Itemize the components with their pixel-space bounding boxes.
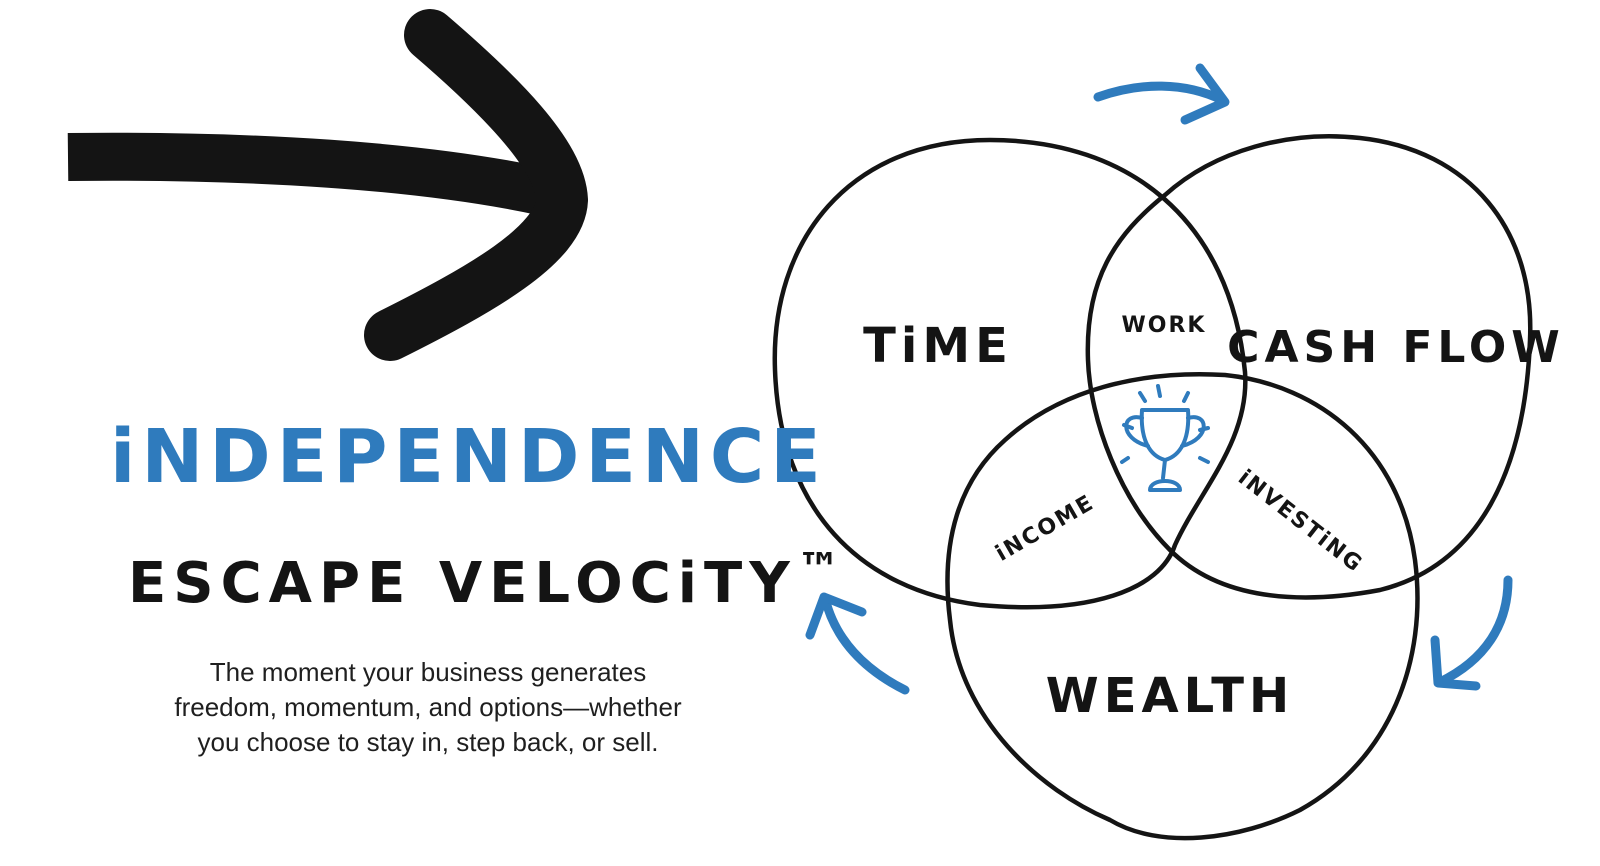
arrow-right-icon	[67, 9, 588, 361]
overlap-label-income: iNCOME	[991, 490, 1099, 567]
description-line: The moment your business generates	[209, 657, 647, 687]
venn-label-wealth: WEALTH	[1046, 668, 1294, 724]
curved-arrow-left-icon	[805, 592, 910, 695]
overlap-label-work: WORK	[1122, 313, 1207, 338]
venn-label-time: TiME	[863, 318, 1013, 374]
subhead-escape-velocity: ESCAPE VELOCiTY™	[128, 548, 841, 612]
headline-independence: iNDEPENDENCE	[110, 414, 827, 500]
description-line: you choose to stay in, step back, or sel…	[197, 727, 659, 757]
description-paragraph: The moment your business generates freed…	[128, 655, 728, 760]
venn-circle-time	[772, 137, 1248, 610]
description-line: freedom, momentum, and options—whether	[174, 692, 682, 722]
curved-arrow-right-icon	[1430, 575, 1513, 691]
subhead-text: ESCAPE VELOCiTY	[128, 551, 797, 616]
overlap-label-investing: iNVESTiNG	[1233, 465, 1367, 578]
curved-arrow-top-icon	[1093, 63, 1230, 125]
trophy-icon	[1120, 384, 1210, 492]
venn-circle-cash-flow	[1085, 134, 1533, 600]
venn-circle-wealth	[945, 372, 1420, 841]
trademark-symbol: ™	[796, 544, 841, 595]
venn-label-cash-flow: CASH FLOW	[1227, 322, 1565, 373]
